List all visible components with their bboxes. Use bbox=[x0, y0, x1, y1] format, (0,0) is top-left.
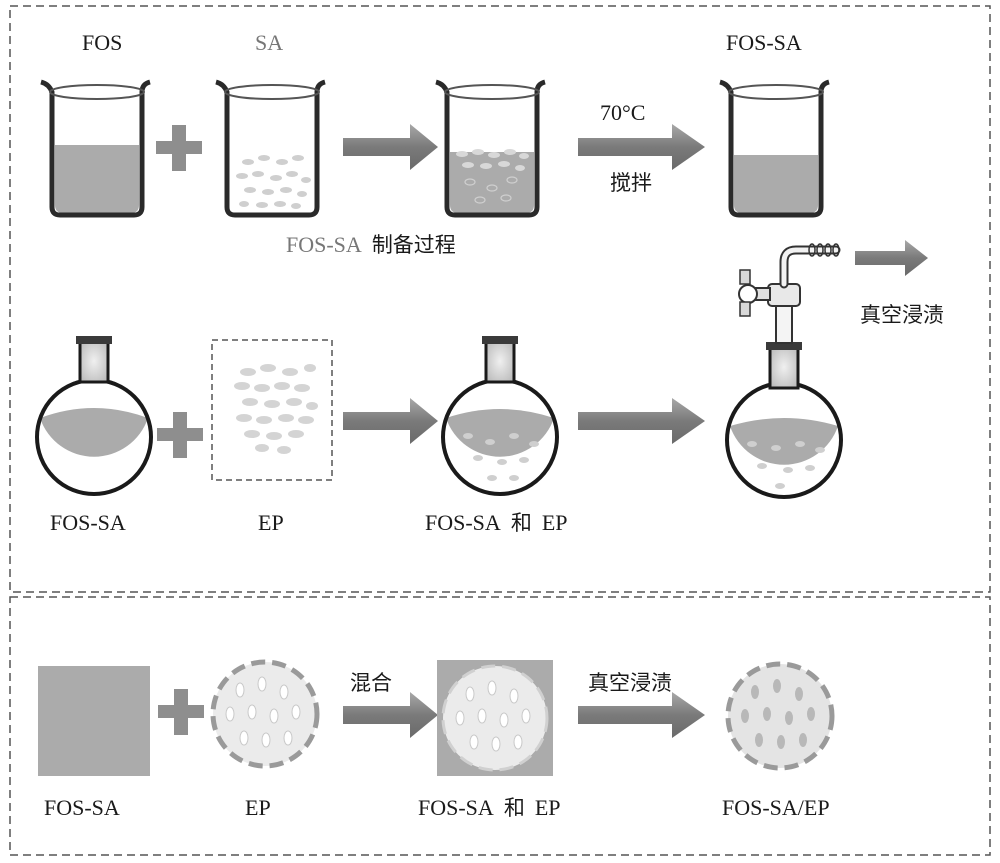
label-fos-sa-ep-result: FOS-SA/EP bbox=[722, 795, 830, 820]
label-vacuum-bottom: 真空浸渍 bbox=[588, 671, 672, 695]
caption-preparation: FOS-SA 制备过程 bbox=[286, 232, 456, 257]
fos-sa-ep-composite bbox=[725, 661, 835, 771]
bottom-panel-frame bbox=[9, 596, 991, 856]
arrow-icon bbox=[578, 124, 705, 170]
plus-icon bbox=[157, 412, 203, 458]
label-fos-sa-bottom: FOS-SA bbox=[44, 795, 120, 820]
label-ep-row2: EP bbox=[258, 510, 284, 535]
fos-sa-square bbox=[38, 666, 150, 776]
label-mix: 混合 bbox=[350, 671, 392, 695]
ep-porous-particle bbox=[210, 659, 320, 769]
arrow-icon bbox=[343, 124, 438, 170]
label-vacuum-impregnation: 真空浸渍 bbox=[860, 303, 944, 327]
beaker-mixing bbox=[435, 79, 546, 218]
flask-vacuum bbox=[725, 243, 843, 499]
label-temperature: 70°C bbox=[600, 100, 645, 125]
flask-fos-sa-ep bbox=[441, 336, 559, 496]
top-panel-frame bbox=[9, 5, 991, 593]
beaker-fos-sa bbox=[719, 79, 830, 218]
label-fos: FOS bbox=[82, 30, 122, 55]
arrow-icon bbox=[578, 398, 705, 444]
beaker-fos bbox=[40, 79, 151, 218]
label-stir: 搅拌 bbox=[610, 171, 652, 195]
arrow-icon bbox=[578, 692, 705, 738]
label-fos-sa-row2: FOS-SA bbox=[50, 510, 126, 535]
label-ep-bottom: EP bbox=[245, 795, 271, 820]
ep-particles-box bbox=[211, 339, 333, 481]
label-fos-sa-product: FOS-SA bbox=[726, 30, 802, 55]
plus-icon bbox=[158, 689, 204, 735]
plus-icon bbox=[156, 125, 202, 171]
arrow-icon bbox=[343, 398, 438, 444]
label-sa: SA bbox=[255, 30, 283, 55]
arrow-icon bbox=[343, 692, 438, 738]
label-fos-sa-and-ep-bottom: FOS-SA 和 EP bbox=[418, 795, 561, 820]
flask-fos-sa bbox=[35, 336, 153, 496]
arrow-icon bbox=[855, 240, 928, 276]
label-fos-sa-and-ep-row2: FOS-SA 和 EP bbox=[425, 510, 568, 535]
beaker-sa bbox=[215, 79, 326, 218]
fos-sa-ep-mixture bbox=[437, 660, 553, 776]
